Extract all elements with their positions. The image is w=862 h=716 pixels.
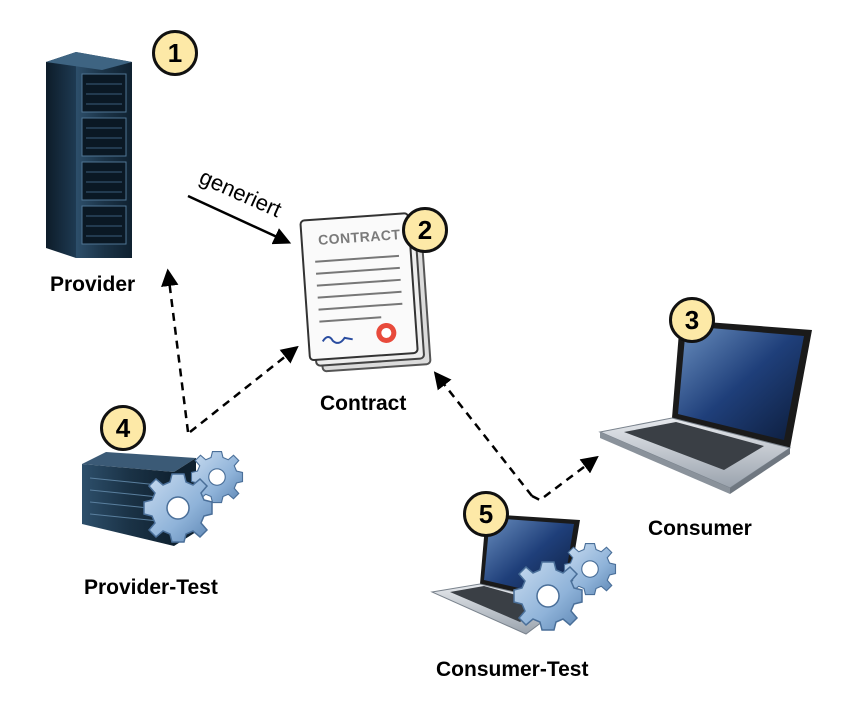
- edge-providertest-contract: [189, 345, 299, 433]
- badge-4: 4: [100, 405, 146, 451]
- badge-3: 3: [669, 297, 715, 343]
- label-provider: Provider: [50, 273, 136, 296]
- badge-2: 2: [402, 207, 448, 253]
- server-gears-icon: [82, 450, 244, 546]
- laptop-gears-icon: [430, 514, 617, 635]
- edge-consumertest-consumer: [531, 455, 599, 502]
- edge-consumertest-contract: [433, 371, 533, 497]
- badge-5: 5: [463, 491, 509, 537]
- label-provider-test: Provider-Test: [84, 576, 218, 599]
- laptop-icon: [598, 320, 812, 494]
- label-consumer: Consumer: [648, 517, 752, 540]
- label-contract: Contract: [320, 392, 407, 415]
- badge-1: 1: [152, 30, 198, 76]
- server-icon: [46, 52, 132, 258]
- edge-providertest-provider: [161, 268, 190, 433]
- contract-document-icon: [299, 212, 432, 373]
- edge-generiert: [187, 194, 292, 245]
- label-consumer-test: Consumer-Test: [436, 658, 589, 681]
